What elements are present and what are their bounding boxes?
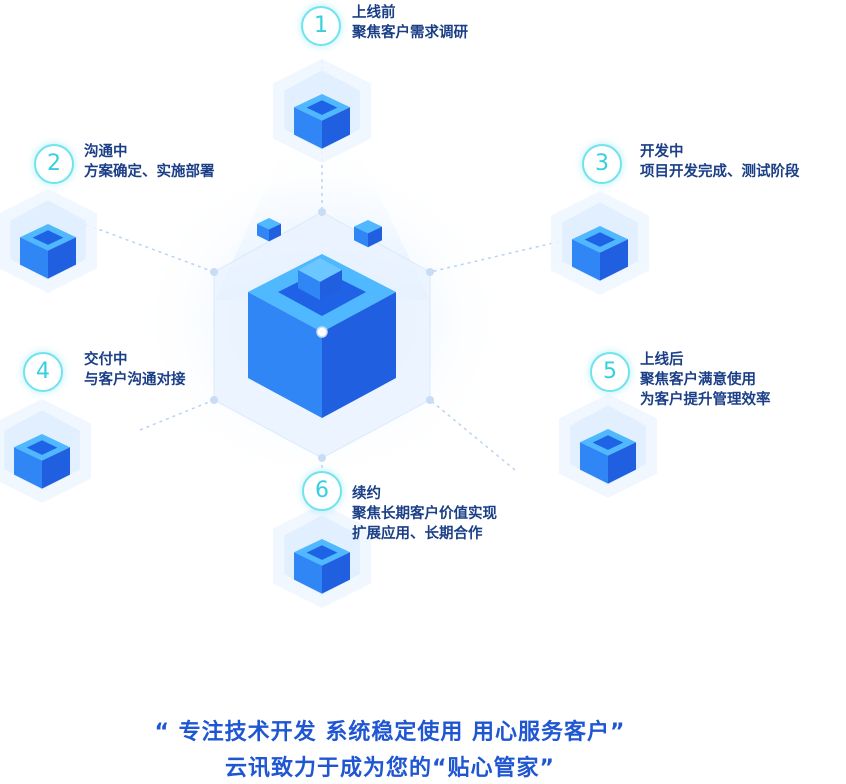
slogan-line-1: “ 专注技术开发 系统稳定使用 用心服务客户” (154, 720, 626, 745)
connector-line (429, 399, 516, 471)
step-description: 与客户沟通对接 (84, 372, 186, 388)
cube-top-face (354, 220, 382, 234)
step-number-badge: 1 (301, 6, 341, 46)
step-6-cube (273, 504, 371, 608)
cube-right-face (608, 442, 636, 484)
step-3-cube (551, 191, 649, 295)
cube-inset (592, 435, 624, 450)
cube-left-face (294, 552, 322, 594)
cube-left-face (294, 107, 322, 149)
floating-mini-cube (354, 220, 382, 248)
slogan-line-2: 云讯致力于成为您的“贴心管家” (225, 756, 555, 781)
cube-left-face (572, 239, 600, 281)
main-cube-corner-dot (316, 326, 328, 338)
step-description: 为客户提升管理效率 (640, 392, 771, 408)
cube-inset (306, 100, 338, 115)
cube-inset (584, 232, 616, 247)
main-cube (248, 254, 396, 418)
connector-dot (210, 396, 218, 404)
step-title: 交付中 (84, 352, 128, 368)
step-number-badge: 5 (590, 352, 630, 392)
cube-left-face (14, 447, 42, 489)
connector-dot (318, 454, 326, 462)
cube-inset (306, 545, 338, 560)
step-number-badge: 3 (582, 144, 622, 184)
step-description: 聚焦长期客户价值实现 (352, 506, 497, 522)
step-4-cube (0, 399, 91, 503)
step-2-cube (0, 189, 97, 293)
step-1-cube (273, 59, 371, 163)
step-label: 开发中 项目开发完成、测试阶段 (640, 142, 800, 182)
step-5-cube (559, 394, 657, 498)
cube-inset (32, 230, 64, 245)
step-description: 扩展应用、长期合作 (352, 526, 483, 542)
step-title: 上线后 (640, 352, 684, 368)
cube-left-face (580, 442, 608, 484)
cube-right-face (322, 107, 350, 149)
step-label: 交付中 与客户沟通对接 (84, 350, 186, 390)
step-title: 开发中 (640, 144, 684, 160)
step-title: 续约 (352, 486, 381, 502)
step-description: 方案确定、实施部署 (84, 164, 215, 180)
step-title: 沟通中 (84, 144, 128, 160)
cube-right-face (48, 237, 76, 279)
step-label: 上线后 聚焦客户满意使用 为客户提升管理效率 (640, 350, 771, 410)
cube-right-face (42, 447, 70, 489)
cube-left-face (20, 237, 48, 279)
step-description: 项目开发完成、测试阶段 (640, 164, 800, 180)
top-small-cube-right (320, 270, 342, 300)
connector-dot (318, 208, 326, 216)
step-description: 聚焦客户需求调研 (352, 25, 468, 41)
floating-mini-cube (257, 218, 281, 242)
cube-right-face (600, 239, 628, 281)
top-small-cube-left (298, 270, 320, 300)
step-description: 聚焦客户满意使用 (640, 372, 756, 388)
step-label: 上线前 聚焦客户需求调研 (352, 3, 468, 43)
cube-right-face (368, 226, 382, 248)
step-number-badge: 2 (34, 144, 74, 184)
connector-dot (210, 268, 218, 276)
cube-inset (26, 440, 58, 455)
main-cube-left (248, 292, 322, 418)
step-title: 上线前 (352, 5, 396, 21)
cube-right-face (322, 552, 350, 594)
step-number-badge: 4 (23, 352, 63, 392)
step-label: 续约 聚焦长期客户价值实现 扩展应用、长期合作 (352, 484, 497, 544)
step-label: 沟通中 方案确定、实施部署 (84, 142, 215, 182)
cube-left-face (354, 226, 368, 248)
cube-right-face (269, 223, 281, 242)
main-cube-right (322, 292, 396, 418)
cube-top-face (257, 218, 281, 230)
connector-dot (426, 396, 434, 404)
cube-left-face (257, 223, 269, 242)
step-number-badge: 6 (302, 471, 342, 511)
connector-dot (426, 268, 434, 276)
